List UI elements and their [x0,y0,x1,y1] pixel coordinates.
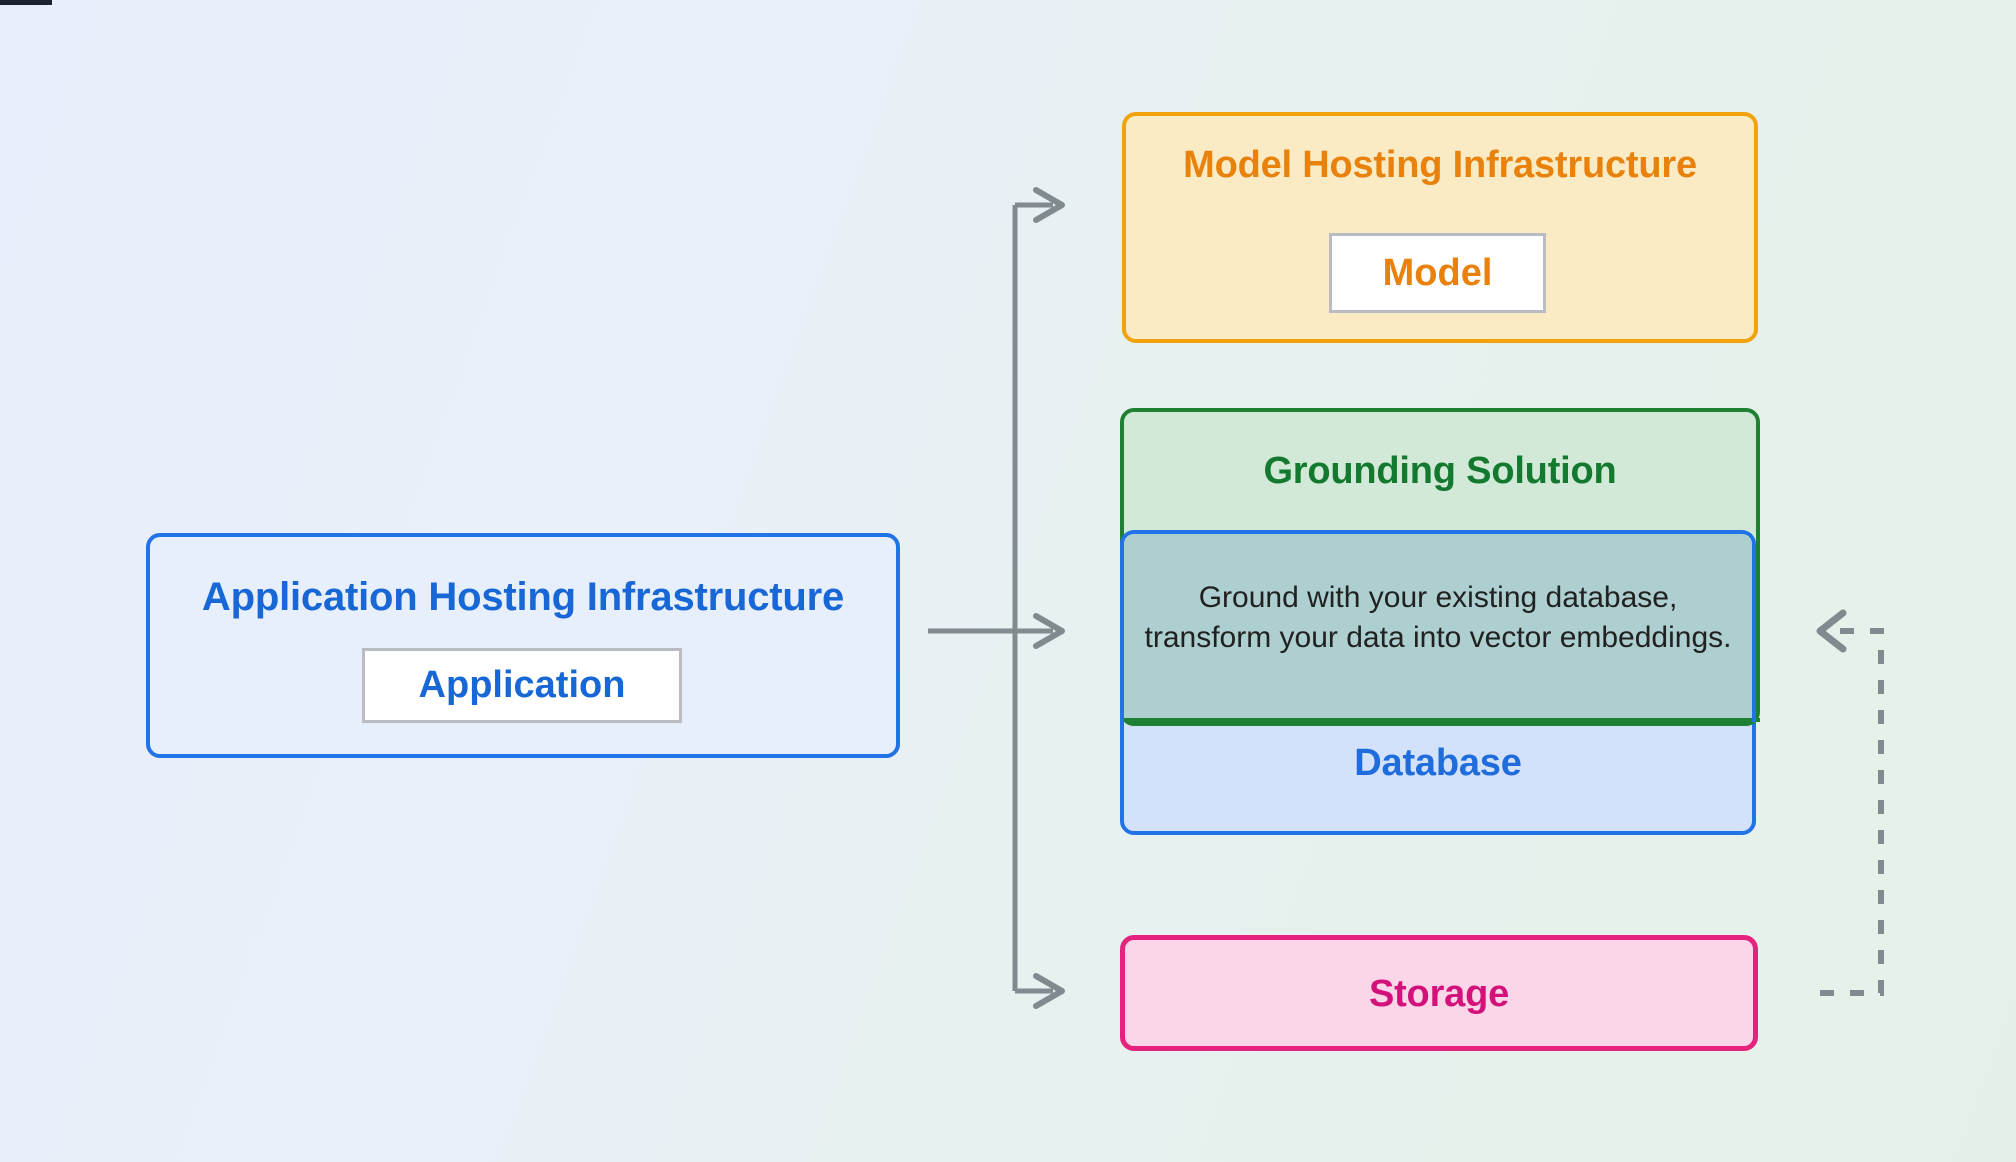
database-left-border-overlap [1120,552,1124,722]
arrowhead-storage-icon [1033,973,1065,1009]
connector-storage-to-database-dashed [1820,628,1884,996]
grounding-solution-title: Grounding Solution [1263,450,1617,492]
grounding-bottom-border [1120,718,1760,722]
chip-application[interactable]: Application [362,648,682,723]
database-right-border-overlap [1752,552,1756,722]
chip-model-label: Model [1382,251,1493,294]
model-hosting-title: Model Hosting Infrastructure [1183,144,1697,186]
chip-model[interactable]: Model [1329,233,1546,313]
grounding-solution-description: Ground with your existing database, tran… [1144,581,1732,654]
node-storage[interactable]: Storage [1120,935,1758,1051]
arrowhead-database-return-icon [1816,609,1847,653]
arrowhead-model-icon [1033,187,1065,223]
top-marker-bar [0,0,52,5]
node-grounding-solution[interactable]: Grounding Solution [1120,408,1760,726]
database-title: Database [1354,742,1522,784]
storage-title: Storage [1368,973,1510,1015]
chip-application-label: Application [418,664,626,706]
arrowhead-grounding-icon [1033,613,1065,649]
application-hosting-title: Application Hosting Infrastructure [201,575,845,619]
node-application-hosting-infrastructure[interactable]: Application Hosting Infrastructure [146,533,900,758]
